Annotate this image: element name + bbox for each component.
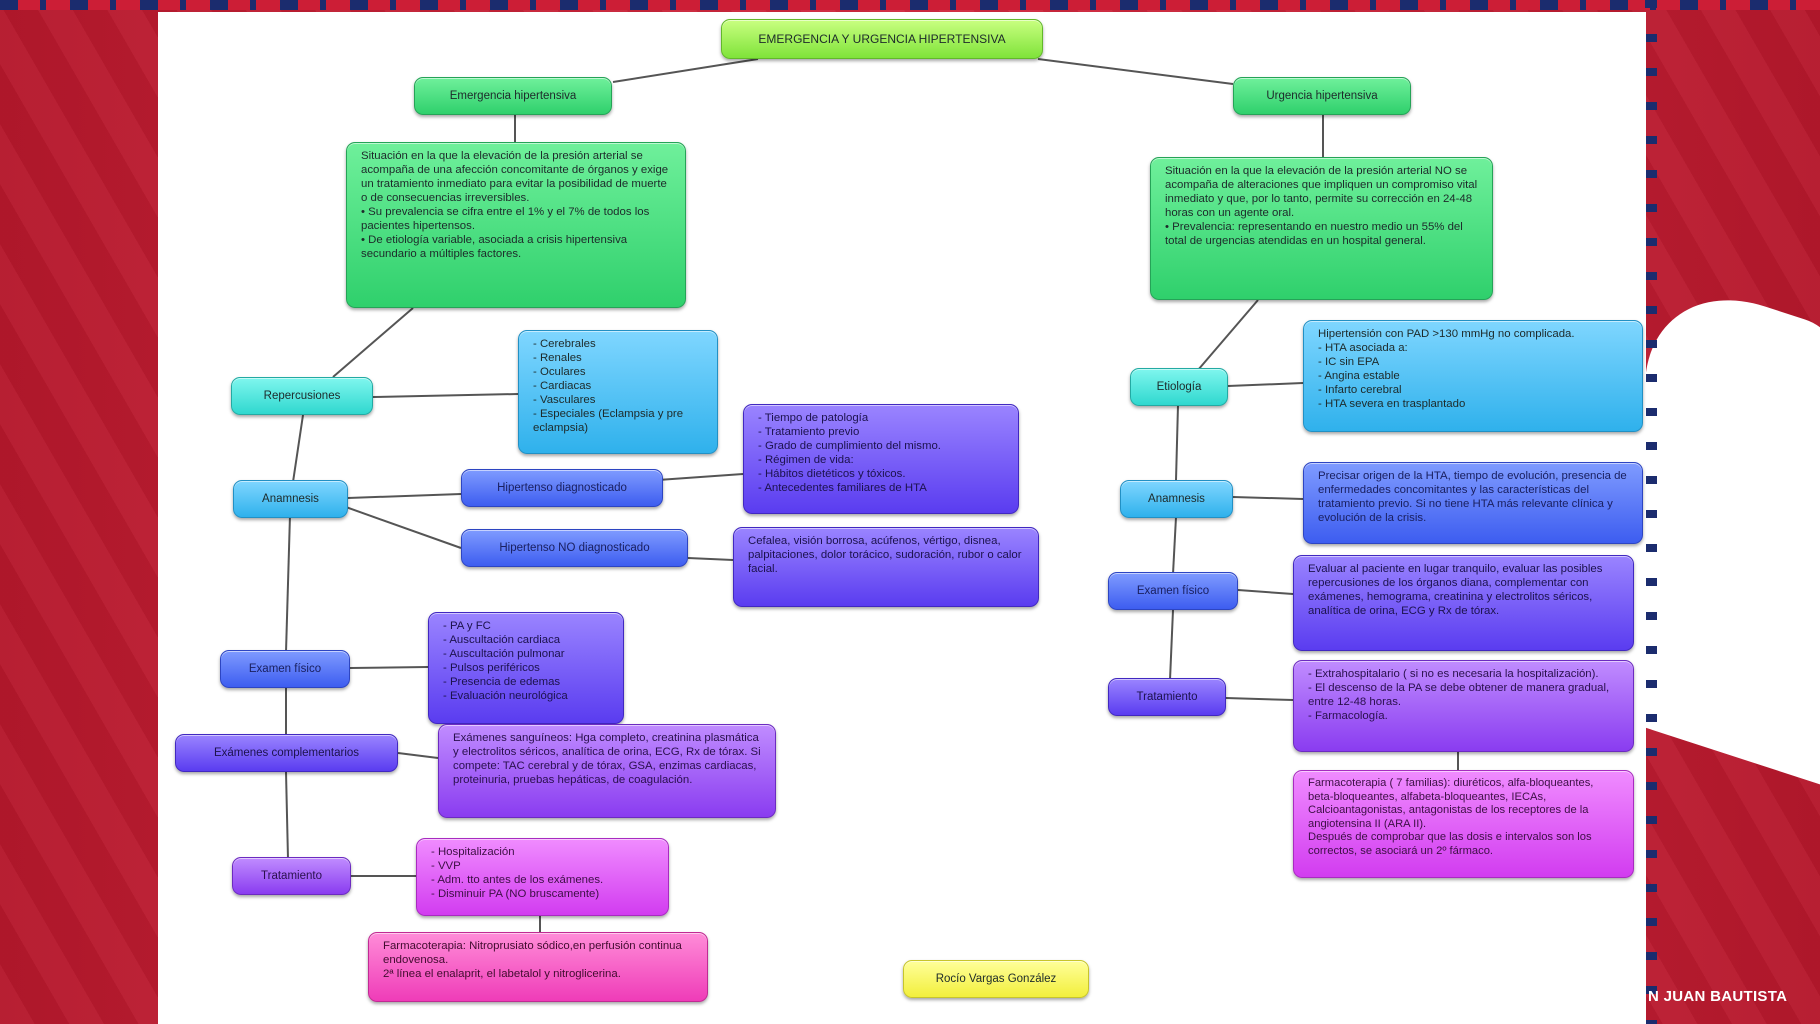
examenes-complementarios-node: Exámenes complementarios: [175, 734, 398, 772]
urgencia-etiologia-list: Hipertensión con PAD >130 mmHg no compli…: [1303, 320, 1643, 432]
footer-label: N JUAN BAUTISTA: [1648, 988, 1788, 1005]
emergencia-examen-fisico-node: Examen físico: [220, 650, 350, 688]
urgencia-examen-fisico-text: Evaluar al paciente en lugar tranquilo, …: [1293, 555, 1634, 651]
urgencia-tratamiento-list: - Extrahospitalario ( si no es necesaria…: [1293, 660, 1634, 752]
hipertenso-diagnosticado-node: Hipertenso diagnosticado: [461, 469, 663, 507]
urgencia-farmacoterapia: Farmacoterapia ( 7 familias): diuréticos…: [1293, 770, 1634, 878]
emergencia-node: Emergencia hipertensiva: [414, 77, 612, 115]
emergencia-examen-fisico-list: - PA y FC - Auscultación cardiaca - Ausc…: [428, 612, 624, 724]
map-title: EMERGENCIA Y URGENCIA HIPERTENSIVA: [721, 19, 1043, 59]
emergencia-tratamiento-list: - Hospitalización - VVP - Adm. tto antes…: [416, 838, 669, 916]
concept-map: EMERGENCIA Y URGENCIA HIPERTENSIVA Emerg…: [158, 12, 1646, 1024]
hipertenso-no-diagnosticado-node: Hipertenso NO diagnosticado: [461, 529, 688, 567]
urgencia-examen-fisico-node: Examen físico: [1108, 572, 1238, 610]
decorative-white-shape: [1645, 267, 1820, 793]
urgencia-anamnesis-node: Anamnesis: [1120, 480, 1233, 518]
urgencia-anamnesis-text: Precisar origen de la HTA, tiempo de evo…: [1303, 462, 1643, 544]
emergencia-tratamiento-node: Tratamiento: [232, 857, 351, 895]
emergencia-anamnesis-node: Anamnesis: [233, 480, 348, 518]
decorative-dots: [1645, 0, 1657, 1024]
emergencia-definition: Situación en la que la elevación de la p…: [346, 142, 686, 308]
emergencia-repercusiones-node: Repercusiones: [231, 377, 373, 415]
hipertenso-diagnosticado-list: - Tiempo de patología - Tratamiento prev…: [743, 404, 1019, 514]
urgencia-tratamiento-node: Tratamiento: [1108, 678, 1226, 716]
top-decorative-stripe: [0, 0, 1820, 10]
emergencia-farmacoterapia: Farmacoterapia: Nitroprusiato sódico,en …: [368, 932, 708, 1002]
hipertenso-no-diagnosticado-list: Cefalea, visión borrosa, acúfenos, vérti…: [733, 527, 1039, 607]
author-label: Rocío Vargas González: [903, 960, 1089, 998]
emergencia-repercusiones-list: - Cerebrales - Renales - Oculares - Card…: [518, 330, 718, 454]
examenes-complementarios-list: Exámenes sanguíneos: Hga completo, creat…: [438, 724, 776, 818]
urgencia-definition: Situación en la que la elevación de la p…: [1150, 157, 1493, 300]
urgencia-node: Urgencia hipertensiva: [1233, 77, 1411, 115]
urgencia-etiologia-node: Etiología: [1130, 368, 1228, 406]
